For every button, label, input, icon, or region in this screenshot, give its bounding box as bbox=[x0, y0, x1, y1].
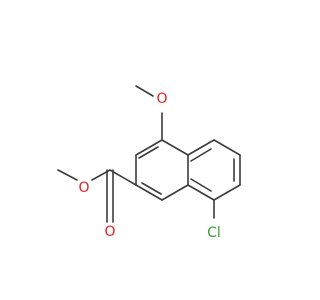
bond-c7-c8 bbox=[213, 184, 241, 201]
bond-c8a-c5-inner bbox=[190, 148, 212, 162]
bond-o-ch3-methoxy bbox=[135, 85, 154, 97]
atom-label-chlorine: Cl bbox=[207, 225, 221, 241]
atom-label-methoxy-o: O bbox=[156, 91, 167, 107]
bond-c3-c4-inner bbox=[141, 182, 162, 195]
bond-c4-c4a bbox=[161, 184, 189, 201]
bond-c1-c2 bbox=[135, 139, 163, 156]
bond-c8a-c5 bbox=[187, 139, 215, 156]
bond-c3-c4 bbox=[135, 184, 163, 201]
bond-o-ch3-ester bbox=[57, 169, 78, 181]
bond-c3-carbonyl-c bbox=[109, 169, 137, 186]
molecule-drawing: O O O Cl bbox=[57, 85, 241, 241]
bond-c8a-c1 bbox=[161, 139, 189, 156]
bond-c1-c2-inner bbox=[138, 146, 159, 159]
bond-c8-c4a bbox=[187, 184, 215, 201]
atom-label-ester-o: O bbox=[78, 180, 89, 196]
bond-c5-c6 bbox=[213, 139, 241, 156]
structure-canvas: O O O Cl bbox=[57, 85, 241, 241]
atom-label-carbonyl-o: O bbox=[104, 224, 115, 240]
bond-c8-c4a-inner bbox=[190, 178, 212, 192]
